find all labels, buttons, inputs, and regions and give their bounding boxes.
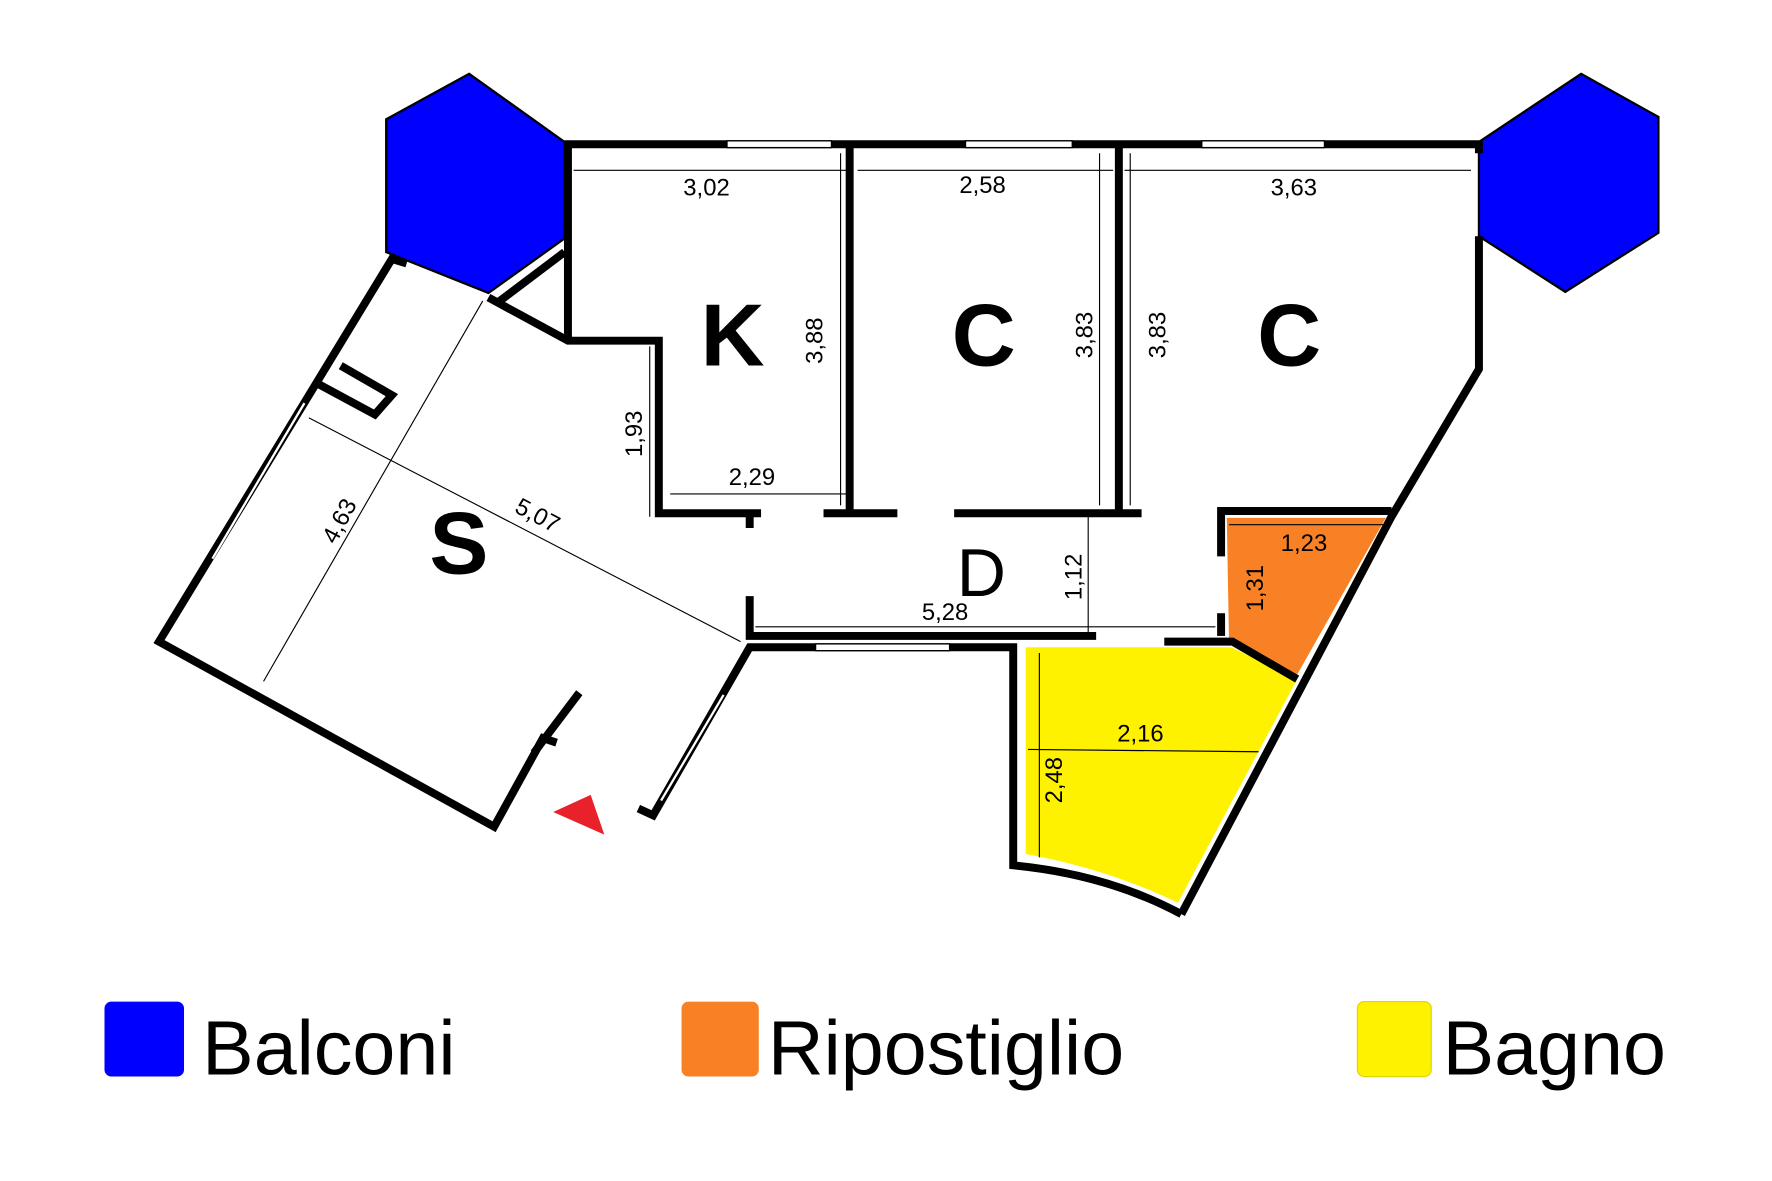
dim-k-width: 3,02 [683, 174, 729, 201]
legend-label-bagno: Bagno [1443, 1005, 1666, 1091]
dim-d-width: 1,12 [1060, 554, 1087, 600]
dim-d-length: 5,28 [922, 599, 968, 626]
entrance-arrow-icon [553, 794, 605, 835]
legend-swatch-bagno [1356, 1001, 1432, 1078]
dim-s-diagonal-2: 5,07 [511, 493, 565, 539]
dimension-lines [263, 153, 1471, 858]
legend-label-ripostiglio: Ripostiglio [768, 1005, 1124, 1091]
dim-bath-height: 2,48 [1041, 757, 1068, 803]
dim-bath-width: 2,16 [1117, 721, 1163, 748]
balcony-left [385, 72, 566, 295]
legend-swatch-balconi [104, 1001, 185, 1077]
walls [153, 140, 1483, 918]
room-label-bedroom-1: C [952, 286, 1016, 385]
dim-c2-height: 3,83 [1144, 312, 1171, 358]
balcony-right [1477, 72, 1660, 294]
room-label-hall: D [957, 535, 1006, 611]
dim-storage-width: 1,23 [1281, 530, 1327, 557]
dim-k-bottom: 2,29 [729, 464, 775, 491]
legend-swatch-ripostiglio [681, 1001, 759, 1077]
legend: Balconi Ripostiglio Bagno [104, 1001, 1666, 1091]
bathroom-area [1025, 647, 1298, 903]
legend-label-balconi: Balconi [202, 1005, 455, 1091]
room-label-bedroom-2: C [1257, 286, 1321, 385]
dim-c1-width: 2,58 [959, 172, 1005, 199]
room-label-living: S [429, 493, 488, 592]
room-label-kitchen: K [701, 286, 765, 385]
dim-c2-width: 3,63 [1271, 174, 1317, 201]
dim-c1-height: 3,83 [1072, 312, 1099, 358]
dim-storage-height: 1,31 [1242, 565, 1269, 611]
storage-room-area [1226, 517, 1386, 675]
dim-k-lower: 1,93 [621, 411, 648, 457]
dim-k-height: 3,88 [801, 317, 828, 363]
